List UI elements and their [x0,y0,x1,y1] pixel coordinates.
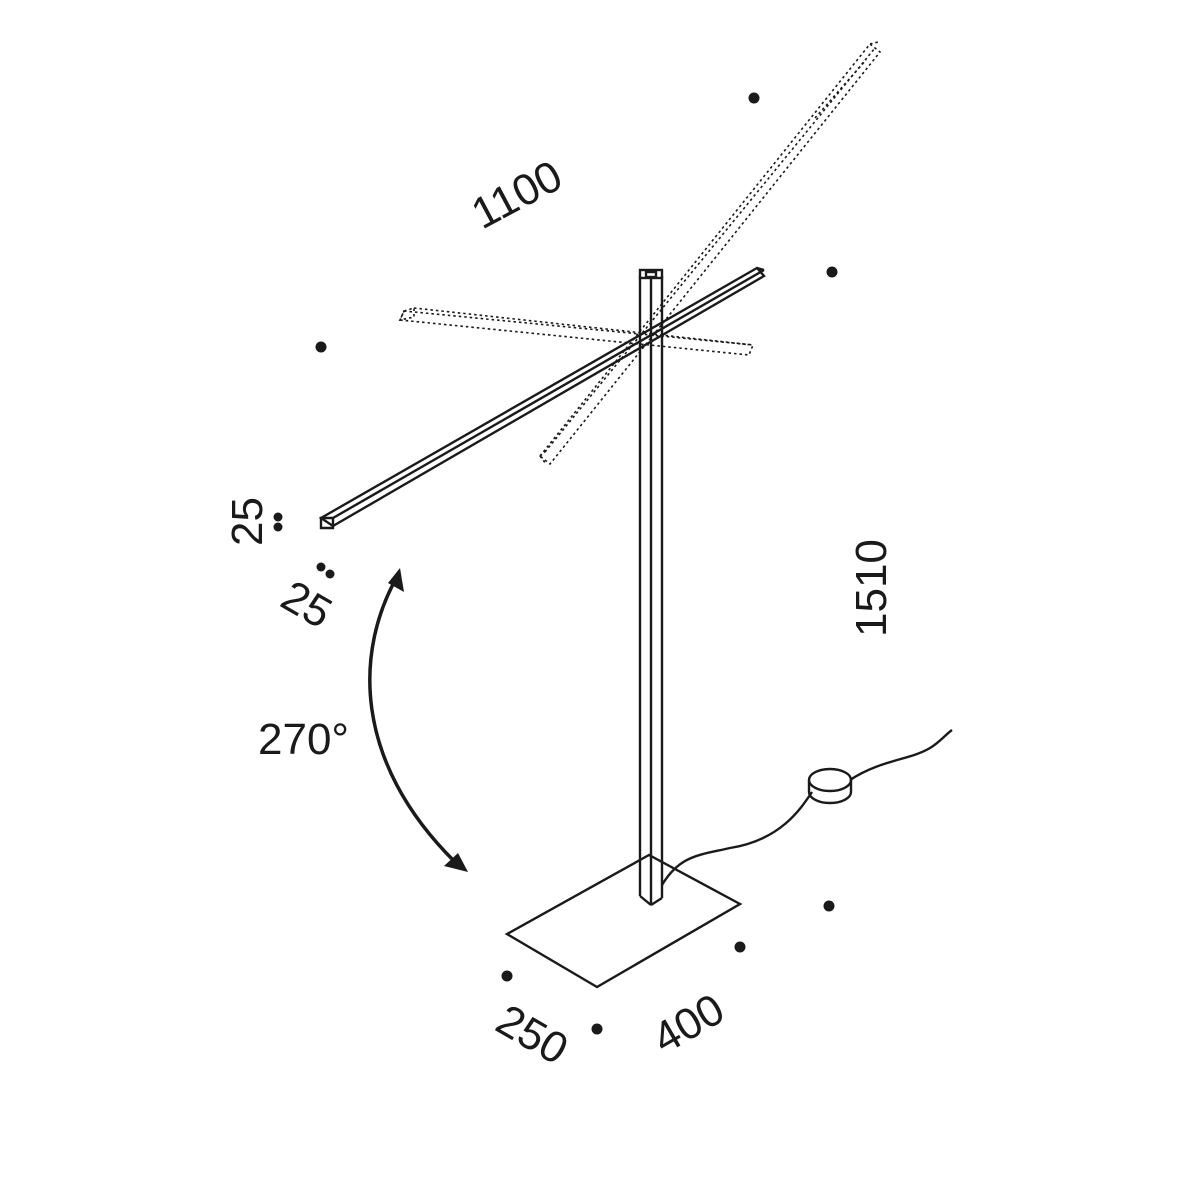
section-width-marker-right [325,569,335,579]
section-width-marker-left [316,562,326,572]
base-width-label: 250 [488,995,576,1074]
base-plate [504,853,743,989]
arm-length-label: 1100 [464,151,571,239]
arm-length-marker-right [826,266,838,278]
section-height-marker-top [273,512,283,522]
height-marker [823,900,835,912]
section-height-label: 25 [223,497,272,546]
arm-length-marker-top [748,92,760,104]
alternative-arm-positions [398,41,882,466]
dimmer-switch [807,767,853,793]
height-label: 1510 [847,539,896,637]
dimension-markers [273,92,838,1035]
lamp-pole [638,268,664,907]
base-depth-label: 400 [645,985,733,1064]
rotation-label: 270° [258,715,349,764]
base-width-marker-right [591,1023,603,1035]
section-height-marker-bottom [273,522,283,532]
arm-length-marker-left [315,341,327,353]
lamp-arm [318,266,766,530]
power-cable [660,729,953,886]
rotation-arrow [368,568,468,872]
base-depth-marker-right [734,941,746,953]
section-width-label: 25 [273,571,340,638]
base-width-marker-left [501,970,513,982]
